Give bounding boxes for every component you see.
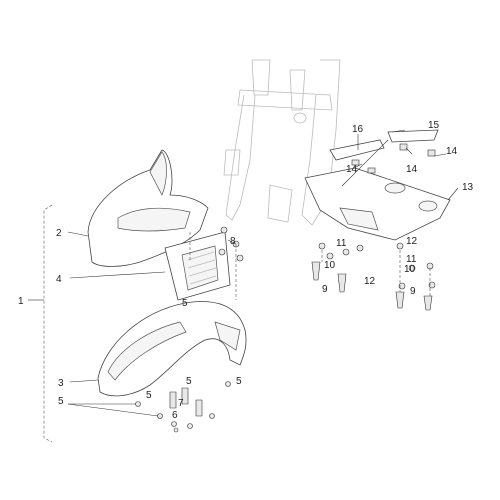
callout-14b: 14 xyxy=(406,164,418,175)
vent-grille xyxy=(164,231,231,301)
callout-6: 6 xyxy=(172,410,178,421)
callout-labels: 1 2 3 4 5 5 5 5 5 6 7 8 9 9 10 10 11 11 … xyxy=(18,120,474,421)
callout-9a: 9 xyxy=(322,284,328,295)
callout-5a: 5 xyxy=(182,298,188,309)
callout-7: 7 xyxy=(178,398,184,409)
callout-14c: 14 xyxy=(446,146,458,157)
callout-14a: 14 xyxy=(346,164,358,175)
group-bracket xyxy=(43,204,53,443)
callout-5b: 5 xyxy=(58,396,64,407)
callout-10b: 10 xyxy=(404,264,416,275)
callout-4: 4 xyxy=(56,274,62,285)
skid-plate xyxy=(304,167,451,241)
callout-5d: 5 xyxy=(186,376,192,387)
callout-11b: 11 xyxy=(406,254,417,265)
callout-12a: 12 xyxy=(364,276,376,287)
callout-16: 16 xyxy=(352,124,364,135)
bracket-16 xyxy=(329,139,385,174)
callout-13: 13 xyxy=(462,182,474,193)
callout-9b: 9 xyxy=(410,286,416,297)
callout-2: 2 xyxy=(56,228,62,239)
callout-8: 8 xyxy=(230,236,236,247)
bracket-15 xyxy=(387,129,439,157)
callout-10a: 10 xyxy=(324,260,336,271)
callout-12b: 12 xyxy=(406,236,418,247)
callout-5c: 5 xyxy=(146,390,152,401)
fasteners xyxy=(135,226,436,433)
leader-lines xyxy=(67,129,459,417)
front-mudguard xyxy=(97,301,247,397)
front-fork xyxy=(223,59,341,226)
upper-fender-cover xyxy=(87,149,209,267)
callout-1: 1 xyxy=(18,296,24,307)
callout-5e: 5 xyxy=(236,376,242,387)
callout-15: 15 xyxy=(428,120,440,131)
callout-11a: 11 xyxy=(336,238,347,249)
callout-3: 3 xyxy=(58,378,64,389)
